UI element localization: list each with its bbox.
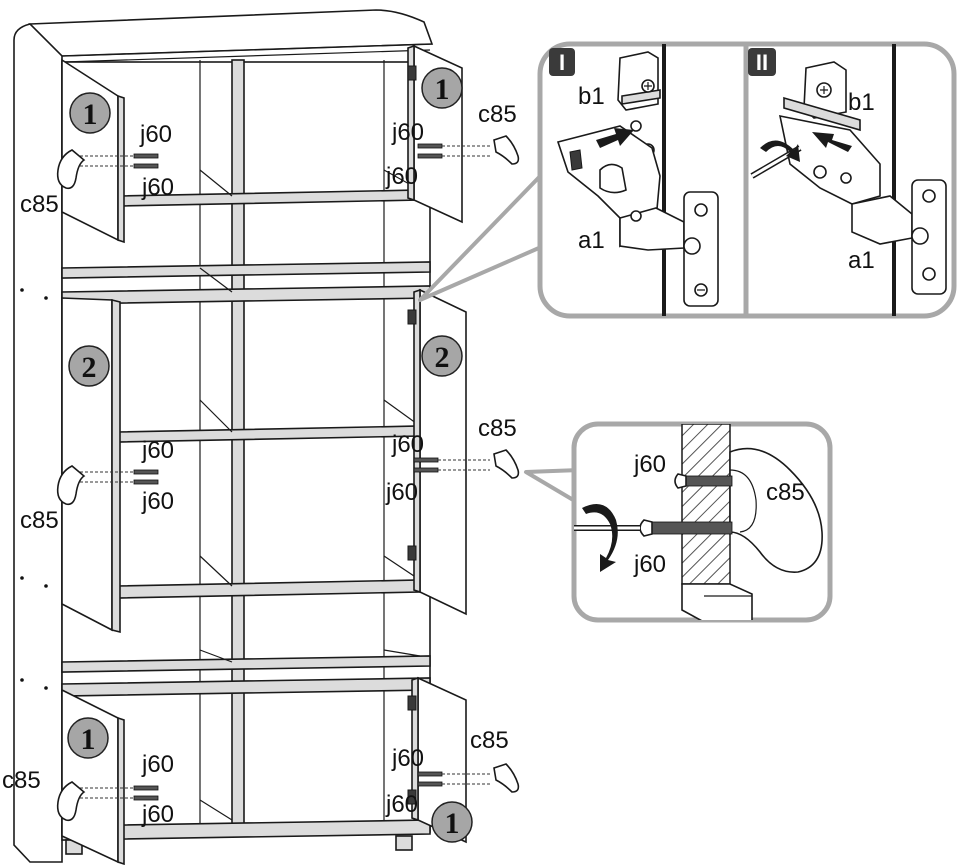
label-screw: j60	[141, 437, 174, 464]
handle-icon	[56, 149, 86, 190]
label-mount-plate: b1	[578, 83, 605, 110]
door-bottom-left	[61, 688, 125, 865]
cabinet-center-divider	[231, 59, 245, 831]
label-screw: j60	[141, 488, 174, 515]
inset-label-ii: II	[756, 50, 768, 75]
label-screw: j60	[391, 119, 424, 146]
label-handle: c85	[20, 191, 59, 218]
push-arrow-icon	[812, 132, 852, 152]
svg-text:2: 2	[82, 351, 97, 384]
label-handle: c85	[478, 415, 517, 442]
label-screw: j60	[391, 431, 424, 458]
label-screw: j60	[385, 479, 418, 506]
hinge-icon	[407, 695, 417, 711]
handle-icon	[493, 449, 520, 479]
svg-text:1: 1	[435, 73, 450, 106]
label-handle: c85	[766, 479, 805, 506]
label-handle: c85	[478, 101, 517, 128]
label-mount-plate: b1	[848, 89, 875, 116]
svg-text:2: 2	[435, 341, 450, 374]
inset-label-i-badge	[549, 48, 575, 76]
label-screw: j60	[141, 751, 174, 778]
handle-callout: j60 c85 j60	[571, 421, 833, 623]
door-badge-bottom-right: 1	[431, 801, 473, 843]
door-badge-bottom-left: 1	[67, 717, 109, 759]
rotation-arrow-icon	[760, 140, 800, 162]
handle-icon	[56, 465, 86, 506]
door-badge-top-left: 1	[69, 92, 111, 134]
door-badges: 1 1 2 2 1 1	[67, 67, 473, 843]
label-handle: c85	[470, 727, 509, 754]
hinge-step-i	[556, 44, 719, 316]
door-badge-middle-left: 2	[68, 345, 110, 387]
hinge-icon	[407, 65, 417, 81]
rotation-arrow-icon	[582, 504, 618, 572]
inset-label-ii-badge	[748, 48, 776, 76]
label-screw: j60	[139, 121, 172, 148]
inset-label-i: I	[559, 50, 565, 75]
cabinet-top	[28, 9, 434, 57]
hinge-icon	[407, 789, 417, 805]
svg-text:1: 1	[83, 98, 98, 131]
shelf-pin-holes	[20, 288, 48, 690]
label-handle: c85	[20, 507, 59, 534]
handle-icon	[729, 447, 823, 573]
handle-icon	[56, 781, 86, 822]
handle-icon	[493, 763, 520, 793]
label-hinge-cup: a1	[578, 227, 605, 254]
cabinet-left-side	[13, 23, 63, 863]
label-screw: j60	[141, 174, 174, 201]
handles	[56, 135, 520, 822]
fasteners	[80, 143, 490, 801]
part-labels: j60 j60 c85 j60 j60 c85 j60 j60 c85 j60 …	[2, 101, 517, 828]
push-arrow-icon	[596, 128, 634, 148]
door-bottom-right	[407, 676, 467, 844]
cabinet-foot-right	[395, 835, 413, 851]
label-handle: c85	[2, 767, 41, 794]
label-screw: j60	[141, 801, 174, 828]
door-badge-top-right: 1	[421, 67, 463, 109]
svg-text:1: 1	[81, 723, 96, 756]
hinge-callout: I b1 a1	[537, 41, 957, 319]
label-screw: j60	[385, 163, 418, 190]
hinge-icon	[407, 309, 417, 325]
label-screw: j60	[633, 451, 666, 478]
door-badge-middle-right: 2	[421, 335, 463, 377]
hinge-step-ii	[750, 44, 947, 316]
label-screw: j60	[385, 791, 418, 818]
label-screw: j60	[633, 551, 666, 578]
hinge-icon	[407, 545, 417, 561]
handle-icon	[493, 135, 520, 165]
label-hinge-cup: a1	[848, 247, 875, 274]
svg-text:1: 1	[445, 807, 460, 840]
label-screw: j60	[391, 745, 424, 772]
